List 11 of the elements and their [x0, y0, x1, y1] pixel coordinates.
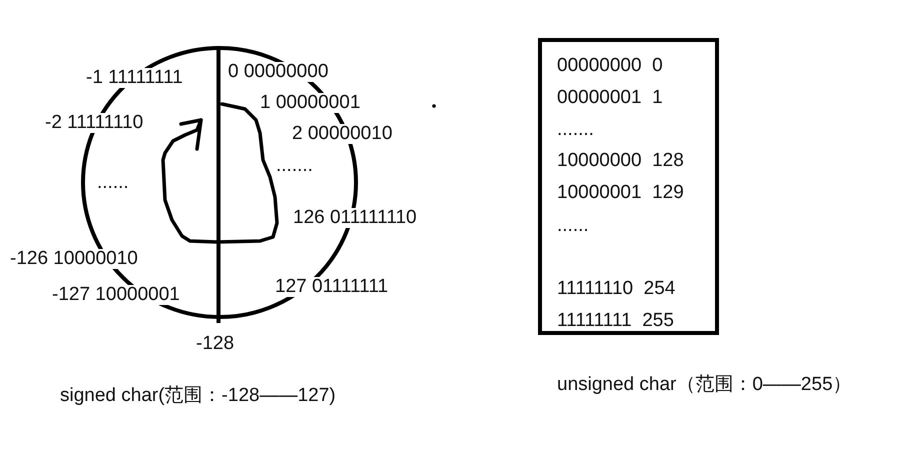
value-label: 0 00000000 — [228, 62, 328, 82]
value-label: -126 10000010 — [10, 249, 138, 269]
value-label: 126 011111110 — [293, 208, 417, 228]
value-label: -127 10000001 — [52, 285, 180, 305]
value-label: -2 11111110 — [45, 113, 144, 133]
list-box — [538, 38, 719, 335]
value-label: -1 11111111 — [86, 68, 183, 88]
value-label: 1 00000001 — [260, 93, 360, 113]
value-label: 2 00000010 — [292, 124, 392, 144]
caption: signed char(范围：-128——127) — [60, 386, 336, 406]
value-label: 127 01111111 — [275, 277, 388, 297]
